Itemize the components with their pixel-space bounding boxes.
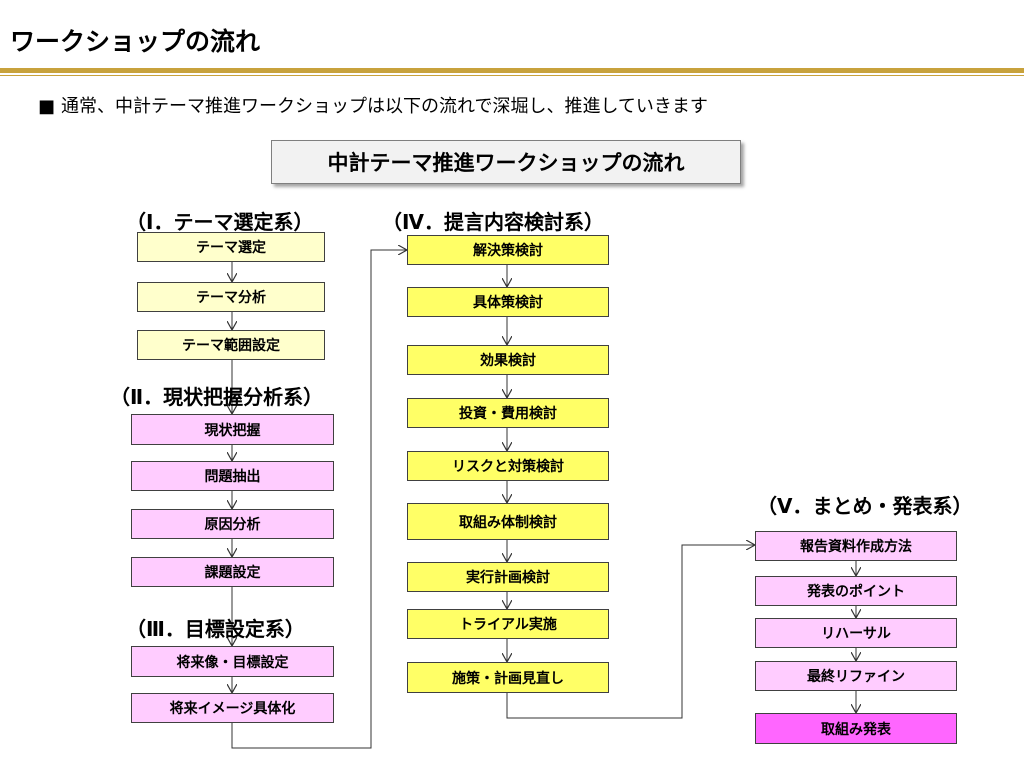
step-concrete-plan: 具体策検討 — [407, 287, 609, 317]
intro-sentence: 通常、中計テーマ推進ワークショップは以下の流れで深堀し、推進していきます — [61, 96, 708, 117]
step-trial: トライアル実施 — [407, 609, 609, 639]
step-future-vision: 将来像・目標設定 — [131, 646, 334, 677]
title-rule — [0, 68, 1024, 73]
step-future-image: 将来イメージ具体化 — [131, 693, 334, 723]
title-rule-thin — [0, 75, 1024, 76]
step-cause-analysis: 原因分析 — [131, 509, 334, 539]
diagram-title: 中計テーマ推進ワークショップの流れ — [271, 140, 741, 184]
section-label-current-analysis: （Ⅱ．現状把握分析系） — [110, 385, 324, 409]
step-solution-review: 解決策検討 — [407, 235, 609, 265]
step-rehearsal: リハーサル — [755, 618, 957, 648]
step-theme-selection: テーマ選定 — [137, 232, 325, 262]
step-theme-scope: テーマ範囲設定 — [137, 330, 325, 360]
step-structure-review: 取組み体制検討 — [407, 503, 609, 540]
section-label-theme-selection: （Ⅰ．テーマ選定系） — [126, 210, 314, 234]
bullet-square-icon: ■ — [38, 96, 56, 117]
step-problem-extraction: 問題抽出 — [131, 461, 334, 491]
step-theme-analysis: テーマ分析 — [137, 282, 325, 312]
step-report-method: 報告資料作成方法 — [755, 531, 957, 561]
section-label-summary: （Ⅴ．まとめ・発表系） — [757, 494, 973, 518]
step-current-state: 現状把握 — [131, 414, 334, 445]
slide-title: ワークショップの流れ — [10, 27, 261, 56]
intro-text: ■通常、中計テーマ推進ワークショップは以下の流れで深堀し、推進していきます — [38, 92, 708, 118]
arrow-3-4-section — [231, 250, 407, 749]
arrow-4-5-section — [506, 545, 755, 719]
step-cost-review: 投資・費用検討 — [407, 398, 609, 428]
step-execution-plan: 実行計画検討 — [407, 562, 609, 592]
step-plan-revision: 施策・計画見直し — [407, 662, 609, 693]
step-final-refine: 最終リファイン — [755, 661, 957, 691]
step-issue-setting: 課題設定 — [131, 557, 334, 587]
step-effect-review: 効果検討 — [407, 345, 609, 375]
section-label-goal-setting: （Ⅲ．目標設定系） — [126, 617, 305, 641]
section-label-proposal-review: （Ⅳ．提言内容検討系） — [382, 210, 604, 234]
step-presentation: 取組み発表 — [755, 713, 957, 744]
step-presentation-points: 発表のポイント — [755, 576, 957, 606]
step-risk-review: リスクと対策検討 — [407, 451, 609, 481]
